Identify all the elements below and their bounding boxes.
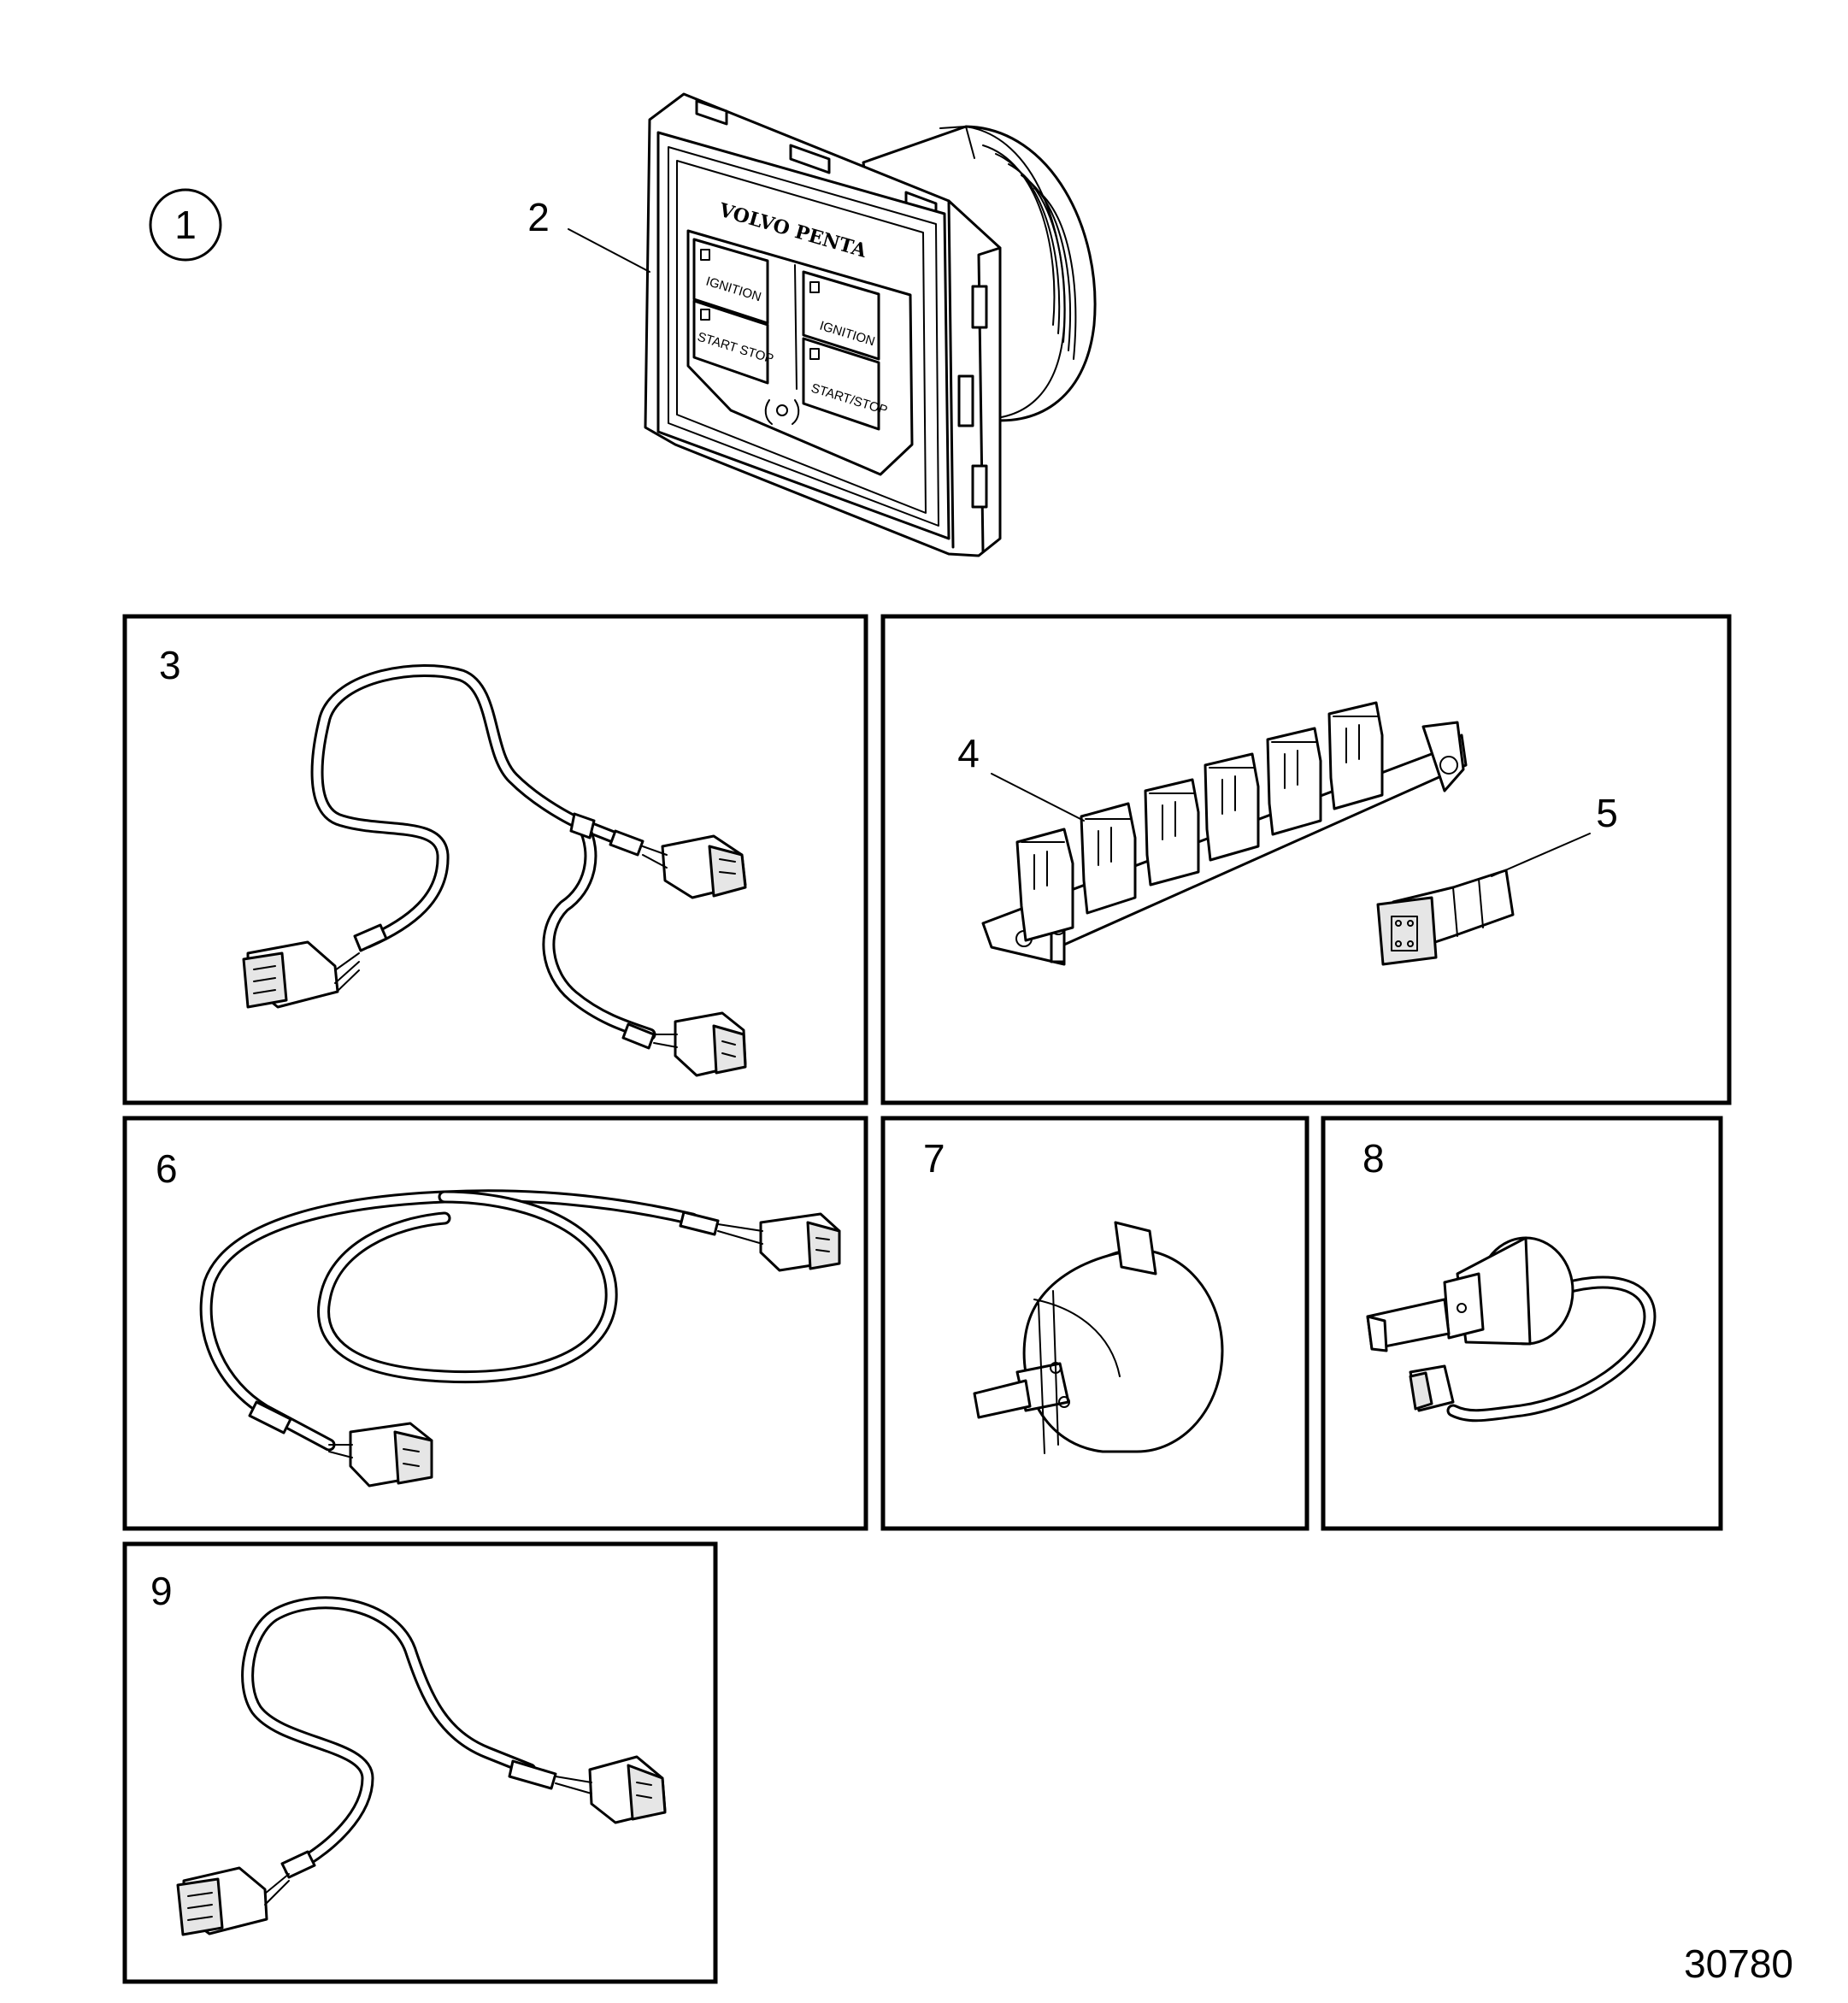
item-2-number: 2 (527, 195, 550, 239)
item-6-frame (122, 1116, 868, 1531)
item-3-y-harness (242, 663, 747, 1077)
figure-number: 30780 (1684, 1941, 1793, 1986)
item-5-plug (1376, 869, 1515, 966)
item-9-number: 9 (150, 1569, 173, 1613)
item-6-number: 6 (156, 1146, 178, 1191)
item-1-callout: 1 (149, 188, 222, 262)
item-1-number: 1 (174, 203, 197, 247)
item-7-ignition-switch (973, 1221, 1224, 1454)
item-4-callout: 4 (957, 731, 1085, 822)
item-2-callout: 2 (527, 195, 650, 273)
signal-icon (764, 399, 800, 425)
item-8-number: 8 (1362, 1136, 1385, 1181)
item-5-callout: 5 (1491, 791, 1618, 877)
item-3-number: 3 (159, 643, 181, 687)
item-6-extension-cable (199, 1189, 841, 1488)
item-8-frame (1321, 1116, 1723, 1531)
start-stop-control-panel: VOLVO PENTA IGNITION START STOP IGNITION… (644, 92, 1097, 557)
item-3-frame (122, 614, 868, 1105)
item-4-number: 4 (957, 731, 980, 775)
item-4-5-frame (880, 614, 1732, 1105)
item-4-junction-block (981, 701, 1468, 966)
item-7-number: 7 (923, 1136, 945, 1181)
item-9-frame (122, 1541, 718, 1984)
item-8-key-switch (1366, 1236, 1657, 1423)
item-7-frame (880, 1116, 1309, 1531)
item-5-number: 5 (1596, 791, 1618, 835)
item-9-adapter-cable (176, 1596, 667, 1936)
